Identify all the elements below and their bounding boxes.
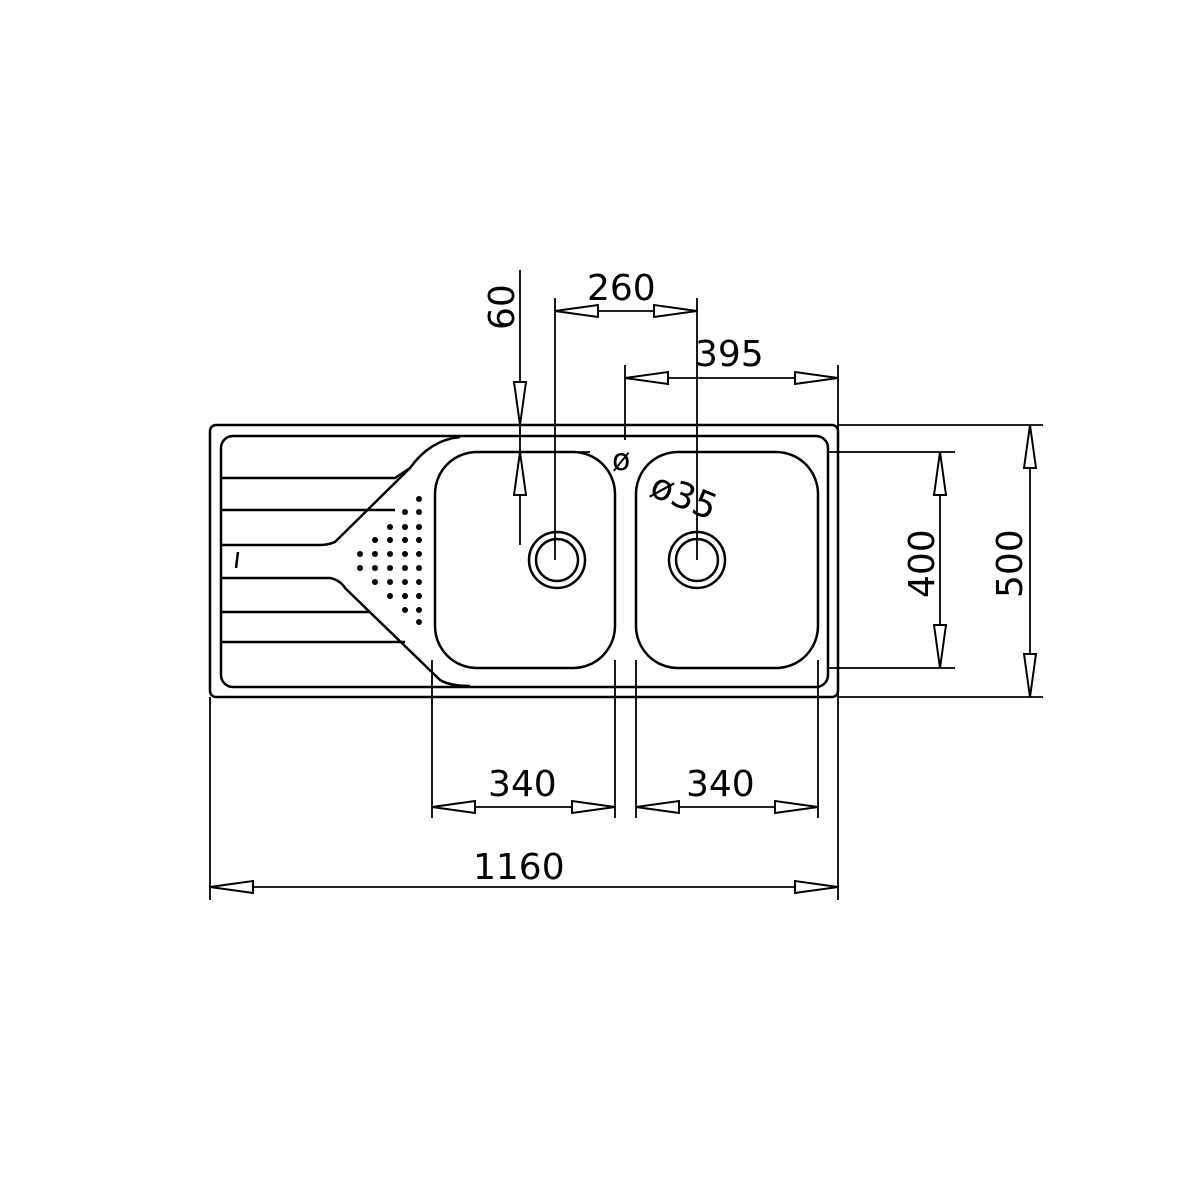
- arrow: [554, 303, 599, 319]
- drain-left-outer: [527, 530, 587, 590]
- arrow: [571, 799, 616, 815]
- dim-500: 500: [990, 529, 1031, 598]
- dim-340-left: 340: [488, 764, 557, 805]
- arrow: [209, 879, 254, 895]
- perforation-dot: [357, 565, 363, 571]
- perforation-dot: [387, 579, 393, 585]
- sink-outer-edge: [208, 423, 840, 699]
- arrow: [794, 879, 839, 895]
- perforation-dot: [357, 551, 363, 557]
- perforation-dot: [402, 551, 408, 557]
- dim-260: 260: [587, 268, 656, 309]
- arrow: [1022, 653, 1038, 698]
- dim-340-right: 340: [686, 764, 755, 805]
- arrow: [932, 451, 948, 496]
- perforation-dot: [416, 607, 422, 613]
- dim-395: 395: [695, 334, 764, 375]
- arrow: [794, 370, 839, 386]
- arrow: [932, 624, 948, 669]
- bowl-right: [634, 450, 820, 670]
- perforation-dot: [387, 551, 393, 557]
- perforation-dot: [416, 524, 422, 530]
- perforation-dot: [416, 579, 422, 585]
- perforation-dot: [372, 579, 378, 585]
- dimension-labels: 60 260 395 ø ø35 400 500 340 340 1160: [473, 268, 1031, 888]
- drain-left-inner: [534, 537, 580, 583]
- arrow: [774, 799, 819, 815]
- perforation-dot: [416, 496, 422, 502]
- perforation-dot: [402, 524, 408, 530]
- sink-outline: [208, 423, 840, 699]
- perforation-dot: [387, 537, 393, 543]
- arrow: [512, 381, 528, 426]
- perforation-dot: [402, 593, 408, 599]
- perforation-dot: [402, 565, 408, 571]
- dimension-lines: [209, 270, 1043, 900]
- perforation-dot: [372, 565, 378, 571]
- perforation-dot: [416, 593, 422, 599]
- perforation-dot: [416, 551, 422, 557]
- perforation-dot: [402, 607, 408, 613]
- perforation-dot: [372, 537, 378, 543]
- drainer-board: [222, 435, 471, 688]
- arrow: [624, 370, 669, 386]
- perforation-dot: [416, 619, 422, 625]
- dim-tap-hole: ø: [612, 443, 630, 478]
- dim-1160: 1160: [473, 847, 565, 888]
- perforation-dot: [387, 593, 393, 599]
- dim-400: 400: [902, 529, 943, 598]
- arrow: [653, 303, 698, 319]
- perforation-dot: [416, 537, 422, 543]
- perforation-dot: [402, 537, 408, 543]
- sink-inner-rim: [219, 434, 830, 689]
- arrow: [1022, 424, 1038, 469]
- perforation-dot: [387, 565, 393, 571]
- dim-drain-diameter: ø35: [645, 465, 723, 528]
- perforation-dot: [372, 551, 378, 557]
- arrow: [431, 799, 476, 815]
- arrow: [635, 799, 680, 815]
- arrow: [512, 451, 528, 496]
- perforation-dot: [402, 509, 408, 515]
- dim-60: 60: [482, 284, 523, 330]
- perforation-dot: [416, 565, 422, 571]
- drainer-perforations: [357, 496, 422, 625]
- perforation-dot: [402, 579, 408, 585]
- perforation-dot: [416, 509, 422, 515]
- perforation-dot: [387, 524, 393, 530]
